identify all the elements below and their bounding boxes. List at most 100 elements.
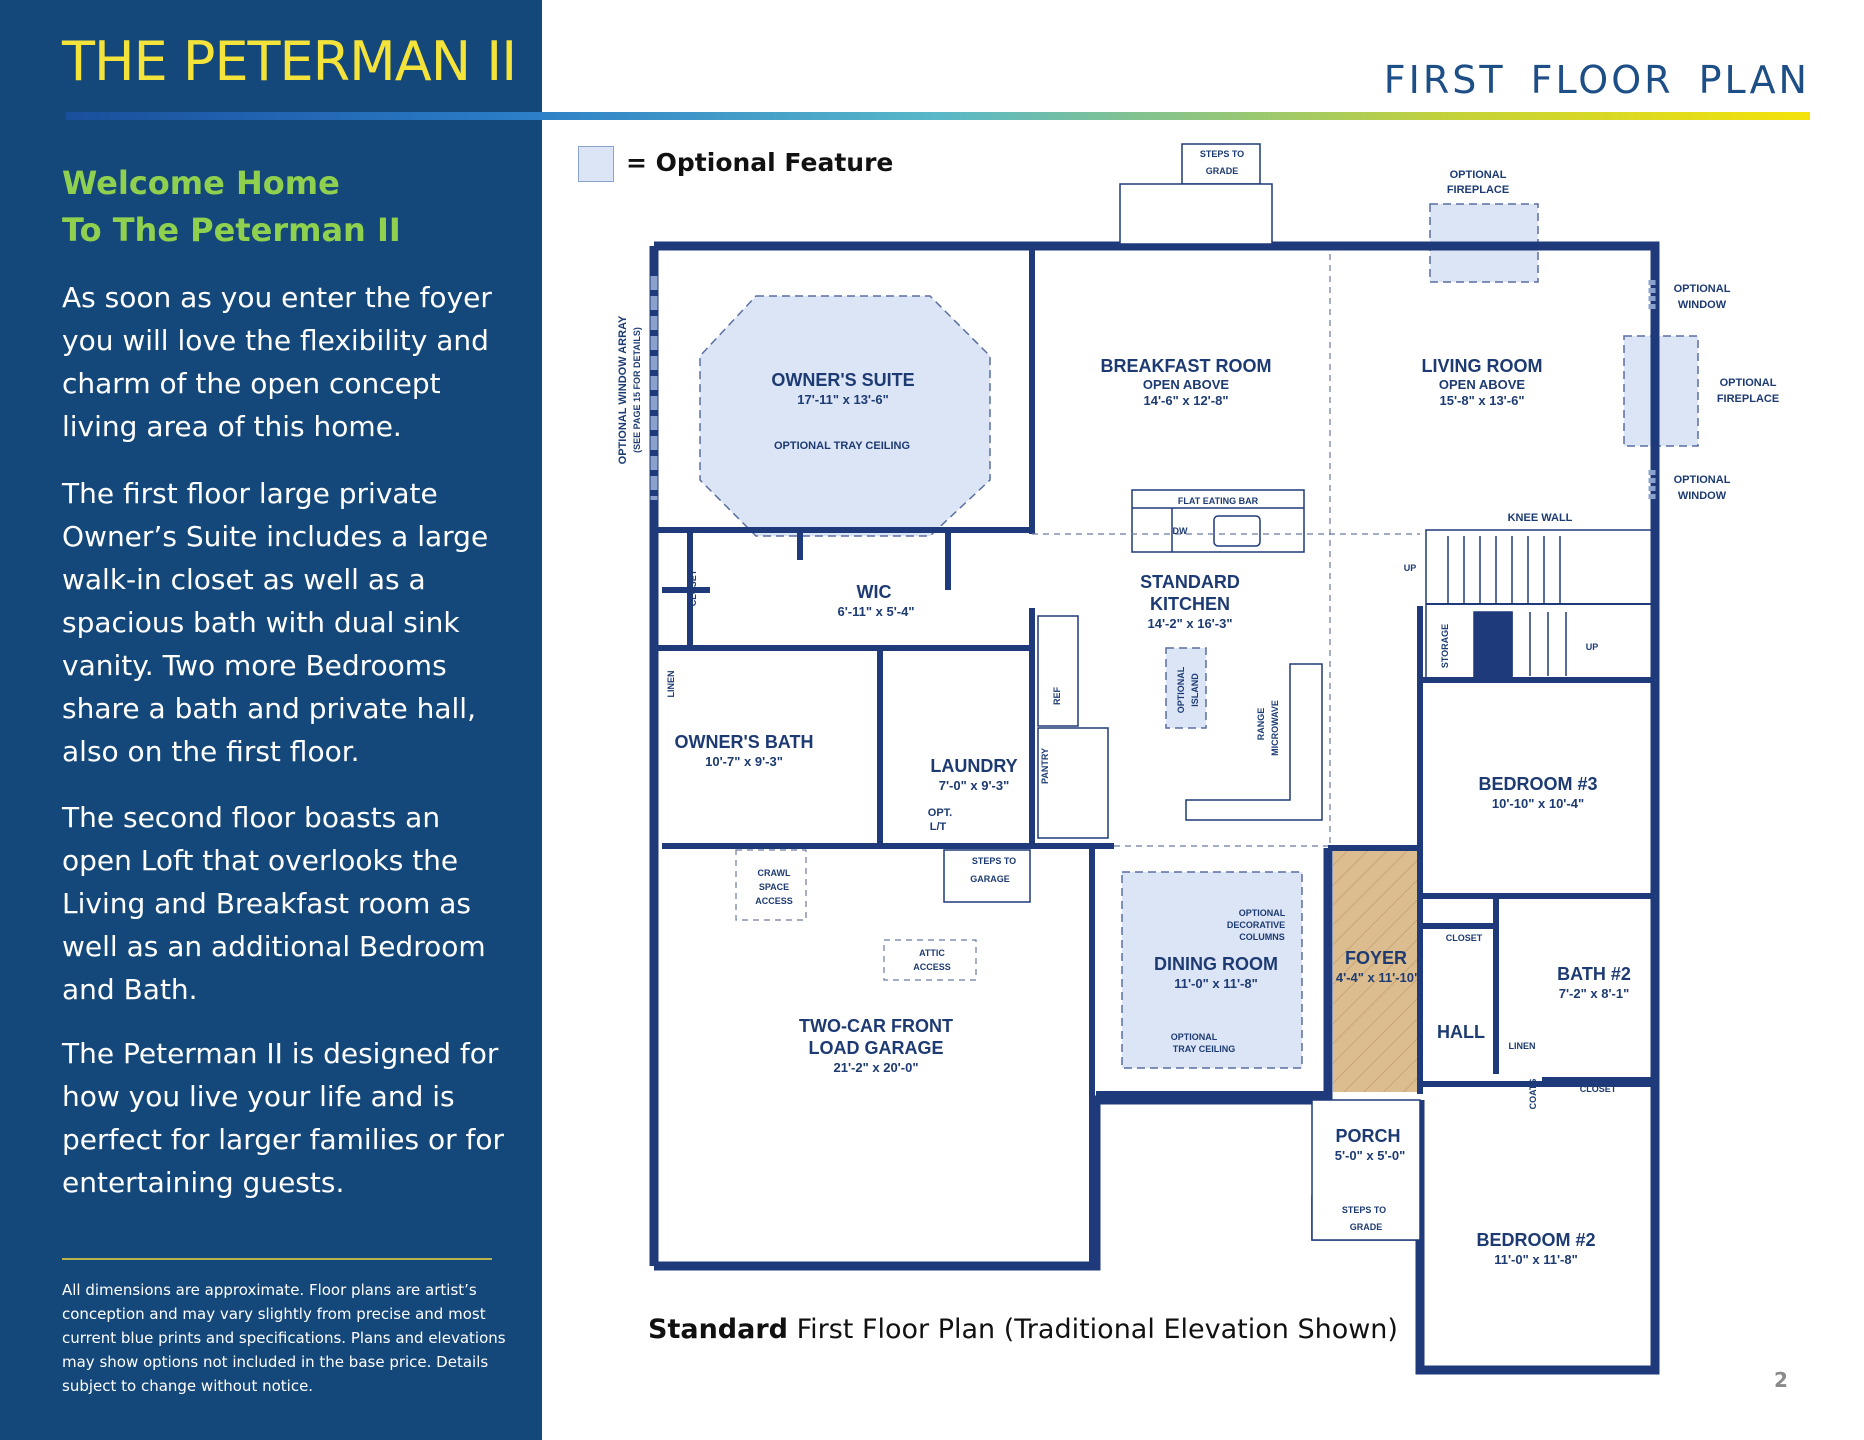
label-steps-top-2: GRADE [1206,166,1239,176]
label-microwave: MICROWAVE [1270,700,1280,756]
dim-wic: 6'-11" x 5'-4" [837,604,914,619]
dim-owners-suite: 17'-11" x 13'-6" [797,392,889,407]
dim-bedroom-2: 11'-0" x 11'-8" [1494,1252,1578,1267]
label-laundry: LAUNDRY [930,756,1017,776]
window-marks [650,276,1656,500]
label-ref: REF [1052,686,1062,705]
label-bedroom-2: BEDROOM #2 [1476,1230,1595,1250]
label-island-1: OPTIONAL [1176,666,1186,713]
optional-fireplace-right [1623,335,1699,447]
label-steps-garage-2: GARAGE [970,874,1010,884]
optional-tray-ceiling-owners [699,295,991,537]
label-garage-2: LOAD GARAGE [809,1038,944,1058]
label-wic: WIC [857,582,892,602]
floor-plan-heading: FIRST FLOOR PLAN [1383,58,1810,102]
label-breakfast-open: OPEN ABOVE [1143,377,1230,392]
label-window-array: OPTIONAL WINDOW ARRAY [617,315,629,464]
dim-foyer: 4'-4" x 11'-10" [1336,970,1420,985]
label-columns-3: COLUMNS [1239,932,1285,942]
welcome-line-2: To The Peterman II [62,211,401,249]
label-steps-top-1: STEPS TO [1200,149,1244,159]
label-crawl-3: ACCESS [755,896,793,906]
label-window-2b: WINDOW [1678,490,1727,502]
sidebar-panel: THE PETERMAN II Welcome Home To The Pete… [0,0,542,1440]
label-dw: DW [1173,526,1188,536]
label-fireplace-right-2: FIREPLACE [1717,393,1779,405]
welcome-heading: Welcome Home To The Peterman II [62,160,522,254]
label-closet-hall: CLOSET [1446,933,1483,943]
dim-kitchen: 14'-2" x 16'-3" [1147,616,1232,631]
steps [943,143,1421,1241]
welcome-line-1: Welcome Home [62,164,340,202]
label-opt-lt-1: OPT. [928,807,952,819]
label-window-1a: OPTIONAL [1674,283,1731,295]
optional-dining-tray [1121,871,1303,1069]
label-pantry: PANTRY [1040,748,1050,784]
dim-owners-bath: 10'-7" x 9'-3" [705,754,783,769]
label-window-2a: OPTIONAL [1674,474,1731,486]
label-up-1: UP [1404,563,1417,573]
dim-garage: 21'-2" x 20'-0" [833,1060,918,1075]
header-gradient-bar [66,112,1810,120]
dim-breakfast-room: 14'-6" x 12'-8" [1143,393,1228,408]
label-linen-hall: LINEN [1509,1041,1536,1051]
label-island-2: ISLAND [1190,673,1200,707]
label-dining-tray-1: OPTIONAL [1171,1032,1218,1042]
label-linen-owner: LINEN [666,671,676,698]
label-coats: COATS [1528,1079,1538,1110]
label-fireplace-top-1: OPTIONAL [1450,169,1507,181]
label-window-1b: WINDOW [1678,299,1727,311]
label-closet-bed2: CLOSET [1580,1084,1617,1094]
label-bedroom-3: BEDROOM #3 [1478,774,1597,794]
kitchen-counters [1037,489,1323,839]
label-steps-garage-1: STEPS TO [972,856,1016,866]
caption-bold: Standard [648,1314,788,1345]
legend-swatch [578,146,614,182]
intro-paragraph-1: As soon as you enter the foyer you will … [62,281,492,443]
plan-caption: Standard First Floor Plan (Traditional E… [648,1314,1398,1345]
label-kitchen-1: STANDARD [1140,572,1240,592]
label-attic-1: ATTIC [919,948,945,958]
label-flat-eating-bar: FLAT EATING BAR [1178,496,1259,506]
label-attic-2: ACCESS [913,962,951,972]
label-up-2: UP [1586,642,1599,652]
label-opt-lt-2: L/T [930,821,947,833]
disclaimer-text: All dimensions are approximate. Floor pl… [62,1281,506,1395]
staircase [1425,529,1653,679]
label-steps-porch-1: STEPS TO [1342,1205,1386,1215]
sidebar-divider [62,1258,492,1260]
label-foyer: FOYER [1345,948,1407,968]
label-closet-owner: CLOSET [688,569,698,606]
label-fireplace-top-2: FIREPLACE [1447,184,1509,196]
label-tray-ceiling: OPTIONAL TRAY CEILING [774,440,910,452]
dim-bedroom-3: 10'-10" x 10'-4" [1492,796,1584,811]
label-living-open: OPEN ABOVE [1439,377,1526,392]
intro-paragraph-2: The first floor large private Owner’s Su… [62,477,489,768]
label-owners-suite: OWNER'S SUITE [771,370,914,390]
dim-porch: 5'-0" x 5'-0" [1335,1148,1406,1163]
label-porch: PORCH [1335,1126,1400,1146]
label-knee-wall: KNEE WALL [1508,512,1573,524]
label-window-array-sub: (SEE PAGE 15 FOR DETAILS) [632,327,642,453]
label-dining-room: DINING ROOM [1154,954,1278,974]
label-crawl-1: CRAWL [758,868,791,878]
label-dining-tray-2: TRAY CEILING [1173,1044,1236,1054]
stair-treads [1447,536,1567,676]
label-storage: STORAGE [1440,624,1450,668]
intro-paragraph-4: The Peterman II is designed for how you … [62,1037,505,1199]
dim-laundry: 7'-0" x 9'-3" [939,778,1010,793]
interior-walls [654,246,1655,1266]
label-columns-1: OPTIONAL [1239,908,1286,918]
caption-rest: First Floor Plan (Traditional Elevation … [787,1314,1398,1345]
label-garage-1: TWO-CAR FRONT [799,1016,953,1036]
dim-bath-2: 7'-2" x 8'-1" [1559,986,1630,1001]
label-columns-2: DECORATIVE [1227,920,1285,930]
legend-text: = Optional Feature [626,148,894,177]
page-title: THE PETERMAN II [62,30,517,93]
label-fireplace-right-1: OPTIONAL [1720,377,1777,389]
intro-paragraph-3: The second floor boasts an open Loft tha… [62,801,486,1006]
label-living-room: LIVING ROOM [1422,356,1543,376]
label-bath-2: BATH #2 [1557,964,1631,984]
optional-features [699,203,1699,1069]
